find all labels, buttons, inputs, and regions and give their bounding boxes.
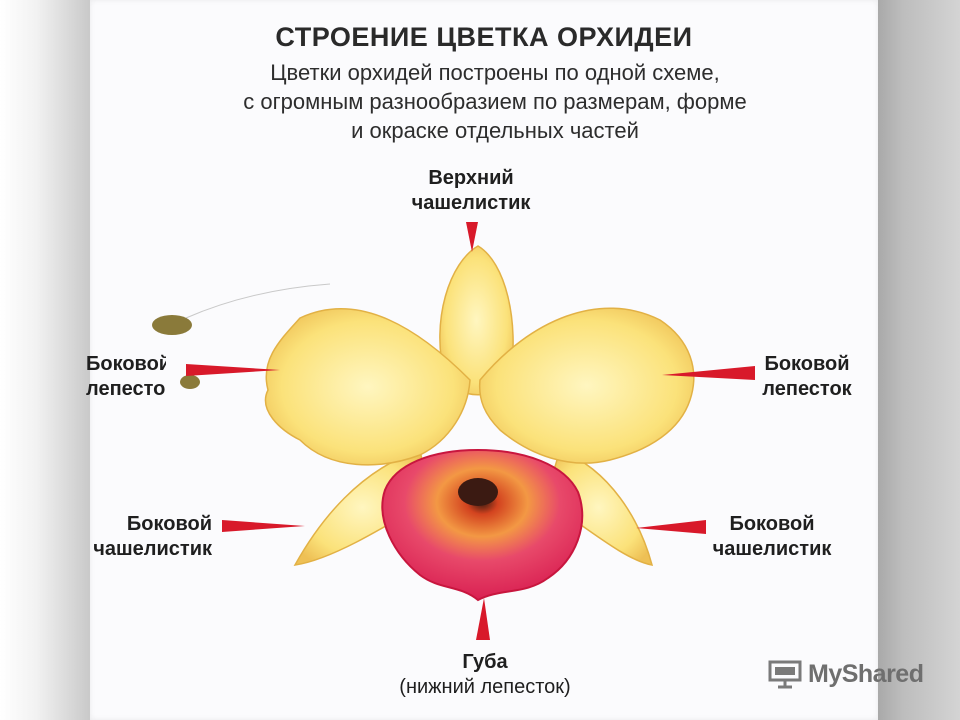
pointer-lip bbox=[476, 598, 490, 640]
top-sepal-shape bbox=[439, 245, 514, 396]
thread-line bbox=[185, 283, 331, 319]
pointer-right-petal bbox=[662, 366, 755, 380]
label-left-sepal-line2: чашелистик bbox=[93, 538, 212, 560]
pointer-left-sepal bbox=[222, 520, 305, 532]
page-subtitle: Цветки орхидей построены по одной схеме,… bbox=[170, 58, 820, 145]
lip-shape bbox=[381, 448, 584, 602]
label-right-petal-line1: Боковой bbox=[764, 353, 850, 375]
lip-throat bbox=[458, 478, 498, 506]
pointer-top-sepal bbox=[466, 222, 478, 252]
pointer-right-sepal bbox=[636, 520, 706, 534]
label-lip-line2: (нижний лепесток) bbox=[399, 676, 571, 698]
label-right-sepal: Боковой чашелистик bbox=[702, 512, 842, 562]
debris-mark bbox=[152, 315, 192, 335]
label-top-sepal-line2: чашелистик bbox=[411, 192, 531, 214]
label-lip: Губа (нижний лепесток) bbox=[360, 650, 610, 700]
watermark-logo: MyShared bbox=[768, 656, 928, 692]
label-lip-line1: Губа bbox=[462, 651, 508, 673]
pointer-left-petal bbox=[186, 364, 280, 376]
label-left-sepal-line1: Боковой bbox=[126, 513, 212, 535]
right-backdrop bbox=[878, 0, 960, 720]
label-right-sepal-line2: чашелистик bbox=[712, 538, 832, 560]
label-right-sepal-line1: Боковой bbox=[729, 513, 815, 535]
left-petal-shape bbox=[264, 308, 471, 466]
debris-mark bbox=[180, 375, 200, 389]
subtitle-line-2: с огромным разнообразием по размерам, фо… bbox=[243, 89, 747, 114]
subtitle-line-1: Цветки орхидей построены по одной схеме, bbox=[270, 60, 720, 85]
label-left-petal: Боковой лепесток bbox=[86, 352, 166, 402]
label-top-sepal-line1: Верхний bbox=[428, 167, 514, 189]
right-petal-shape bbox=[478, 307, 695, 464]
label-left-sepal: Боковой чашелистик bbox=[86, 512, 212, 562]
presentation-icon bbox=[768, 660, 802, 689]
label-left-petal-line1: Боковой bbox=[86, 353, 166, 375]
label-right-petal: Боковой лепесток bbox=[752, 352, 862, 402]
subtitle-line-3: и окраске отдельных частей bbox=[351, 118, 639, 143]
left-backdrop bbox=[0, 0, 90, 720]
watermark-text: MyShared bbox=[808, 659, 924, 688]
page-title: СТРОЕНИЕ ЦВЕТКА ОРХИДЕИ bbox=[275, 22, 693, 52]
label-top-sepal: Верхний чашелистик bbox=[396, 166, 546, 216]
label-right-petal-line2: лепесток bbox=[762, 378, 852, 400]
label-left-petal-line2: лепесток bbox=[86, 378, 166, 400]
